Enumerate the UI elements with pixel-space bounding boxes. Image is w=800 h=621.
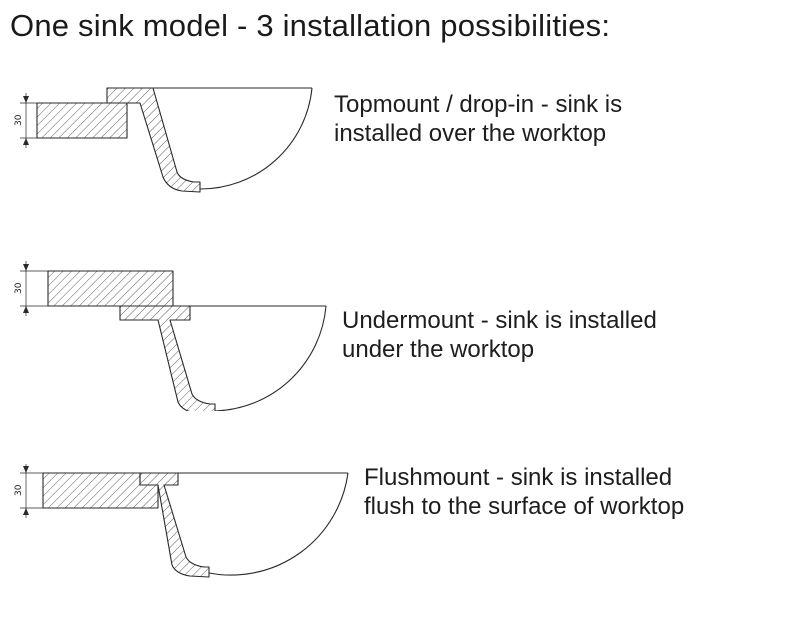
- caption-line: installed over the worktop: [334, 120, 607, 148]
- page-title: One sink model - 3 installation possibil…: [10, 8, 611, 43]
- undermount-section-drawing: 30: [14, 261, 327, 411]
- sink-wall-section: [139, 472, 210, 578]
- worktop-section: [36, 102, 128, 139]
- caption-undermount: Undermount - sink is installed under the…: [342, 306, 657, 365]
- dimension-label: 30: [14, 282, 24, 294]
- installation-row-undermount: 30 Undermount - sink is installed under …: [10, 256, 800, 411]
- sink-wall-section: [119, 305, 216, 411]
- dimension-arrow-up-icon: [23, 466, 29, 473]
- sink-wall-section: [106, 87, 201, 193]
- dimension-arrow-down-icon: [23, 138, 29, 145]
- dimension: 30: [14, 464, 45, 518]
- bowl-arc: [214, 305, 327, 411]
- worktop-section: [47, 270, 174, 307]
- dimension-arrow-up-icon: [23, 96, 29, 103]
- caption-topmount: Topmount / drop-in - sink is installed o…: [334, 90, 622, 149]
- dimension-label: 30: [14, 114, 24, 126]
- dimension-label: 30: [14, 484, 24, 496]
- topmount-section-drawing: 30: [14, 87, 313, 193]
- installation-row-flushmount: 30 Flushmount - sink is installed flush …: [10, 461, 800, 583]
- caption-flushmount: Flushmount - sink is installed flush to …: [364, 463, 684, 522]
- installation-row-topmount: 30 Topmount / drop-in - sink is installe…: [10, 76, 800, 206]
- caption-line: Undermount - sink is installed: [342, 307, 657, 334]
- dimension-arrow-down-icon: [23, 508, 29, 515]
- caption-line: flush to the surface of worktop: [364, 493, 685, 521]
- caption-line: under the worktop: [342, 336, 535, 364]
- dimension: 30: [14, 261, 50, 316]
- caption-line: Topmount / drop-in - sink is: [334, 91, 623, 118]
- dimension-lines: [20, 261, 50, 316]
- bowl-arc: [199, 87, 313, 190]
- page: One sink model - 3 installation possibil…: [10, 8, 800, 583]
- dimension-arrow-down-icon: [23, 306, 29, 313]
- dimension: 30: [14, 93, 39, 148]
- flushmount-section-drawing: 30: [14, 464, 349, 578]
- bowl-arc: [208, 472, 349, 576]
- caption-line: Flushmount - sink is installed: [364, 464, 673, 491]
- dimension-arrow-up-icon: [23, 264, 29, 271]
